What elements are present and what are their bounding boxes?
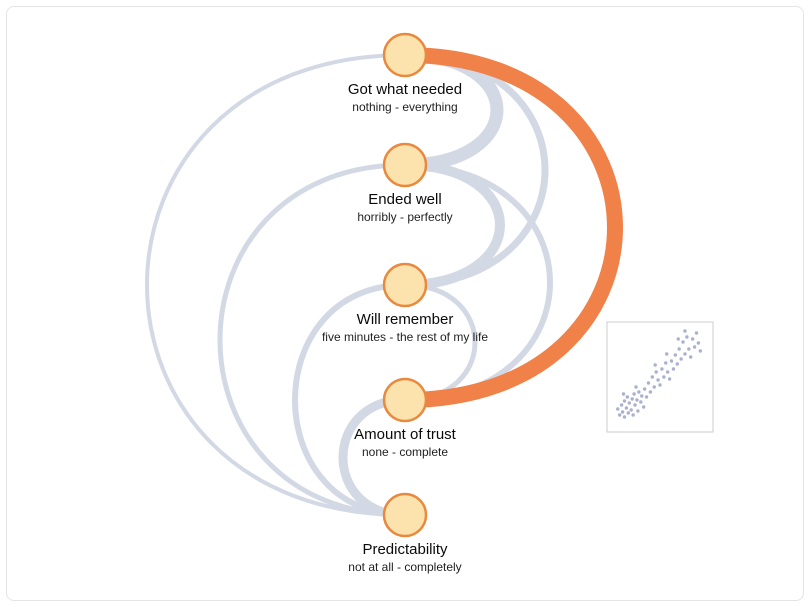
scatter-dot: [644, 395, 649, 399]
scatter-dot: [650, 375, 655, 379]
scatter-dot: [630, 397, 634, 401]
scatter-dot: [656, 378, 660, 382]
scatter-dot: [637, 390, 641, 394]
scatter-dot: [658, 383, 662, 387]
scatter-dot: [694, 331, 699, 335]
scatter-dot: [641, 405, 646, 409]
scatter-dot: [624, 406, 629, 410]
scatter-dot: [625, 395, 630, 399]
scatter-dot: [679, 357, 683, 361]
scatter-dot: [639, 400, 643, 404]
scatter-dot: [683, 329, 687, 333]
scatter-dot: [617, 413, 622, 417]
node-amount-of-trust[interactable]: [382, 377, 428, 423]
scatter-dot: [681, 340, 685, 344]
scatter-dot: [662, 375, 666, 379]
scatter-dot: [677, 347, 681, 351]
scatter-dot: [665, 352, 669, 356]
scatter-dot: [635, 398, 639, 402]
node-predictability[interactable]: [382, 492, 428, 538]
scatter-dot: [654, 370, 658, 374]
scatter-dot: [640, 394, 644, 398]
link-will-remember--predictability[interactable]: [292, 282, 406, 518]
scatter-dot: [689, 355, 693, 359]
scatter-dot: [642, 387, 647, 391]
node-ended-well[interactable]: [382, 142, 428, 188]
scatter-dot: [620, 410, 625, 414]
scatter-dot: [636, 409, 640, 413]
scatter-dot: [673, 353, 678, 357]
scatter-dot: [683, 352, 687, 356]
scatter-dot: [627, 401, 631, 405]
scatter-dot: [685, 335, 689, 339]
scatter-dot: [653, 363, 657, 367]
scatter-dot: [648, 390, 653, 394]
scatter-dot: [646, 381, 651, 385]
scatter-dot: [621, 392, 626, 396]
scatter-dot: [687, 347, 691, 351]
scatter-dot: [629, 408, 633, 412]
scatter-dot: [622, 399, 627, 403]
scatter-dot: [664, 361, 668, 365]
scatter-dot: [675, 362, 679, 366]
scatter-dot: [626, 411, 631, 415]
scatter-dot: [652, 385, 656, 389]
scatter-dot: [665, 370, 670, 374]
scatter-dot: [616, 407, 620, 411]
scatter-dot: [667, 377, 672, 381]
scatter-dot: [634, 385, 638, 389]
node-got-what-needed[interactable]: [382, 32, 428, 78]
scatter-plot-frame: [606, 321, 714, 433]
scatter-dot: [619, 403, 624, 407]
scatter-dot: [669, 359, 674, 363]
scatter-dot: [676, 337, 680, 341]
scatter-dot: [696, 341, 701, 345]
scatter-dot: [690, 337, 695, 341]
scatter-dot: [632, 392, 636, 396]
node-will-remember[interactable]: [382, 262, 428, 308]
scatter-dot: [698, 349, 703, 353]
link-got-what-needed--predictability[interactable]: [145, 53, 406, 517]
scatter-dot: [622, 415, 627, 419]
link-got-what-needed--amount-of-trust[interactable]: [404, 47, 623, 408]
link-ended-well--predictability[interactable]: [217, 162, 406, 518]
scatter-dot: [660, 367, 664, 371]
scatter-dot: [633, 403, 637, 407]
scatter-dot: [671, 367, 676, 371]
scatter-dot: [631, 413, 635, 417]
scatter-dot: [692, 345, 697, 349]
